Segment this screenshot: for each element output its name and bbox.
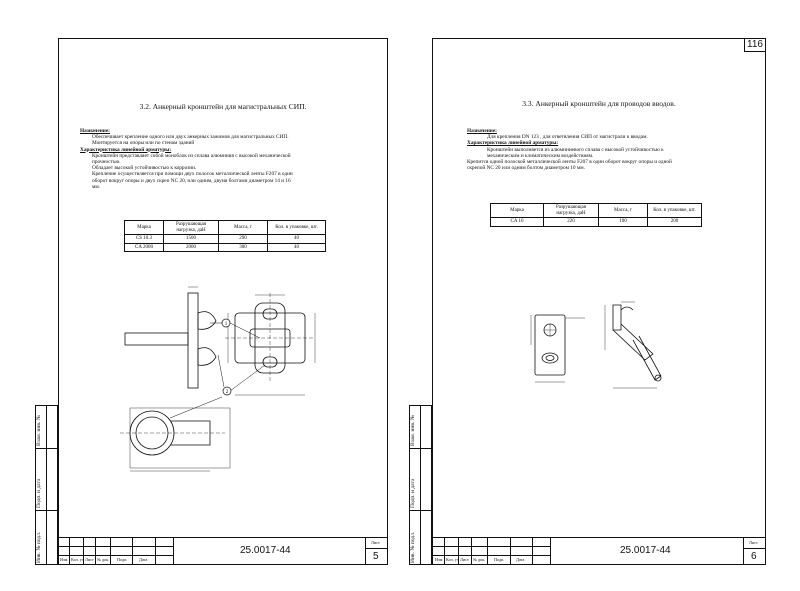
table-cell: 40 [267, 234, 326, 244]
page-1-section-title: 3.2. Анкерный кронштейн для магистральны… [139, 102, 307, 111]
table-header-cell: Разрушающая нагрузка, даН [163, 220, 219, 235]
page-2-stamp [432, 537, 766, 565]
table-row: CS 10.3 1500 290 40 [124, 234, 326, 244]
page-1-technical-drawing: 1 2 [120, 286, 316, 472]
stamp-header-change: Изм. [435, 557, 444, 562]
side-label-replace-inv: Взам. инв. № [36, 415, 42, 446]
stamp-header-doc: № док. [473, 557, 486, 562]
page-1-text: Назначение: Обеспечивает крепление одног… [80, 128, 370, 190]
page-2-char-line: скрепой NC 20 или одним болтом диаметром… [467, 165, 585, 172]
page-2-char-line: Крепится одной полоской металлической ле… [467, 159, 672, 166]
page-2-corner-number: 116 [744, 38, 766, 52]
page-2-section-title: 3.3. Анкерный кронштейн для проводов вво… [522, 99, 676, 108]
table-row: CA 2000 2000 300 40 [124, 242, 326, 252]
page-1-purpose-heading: Назначение: [80, 128, 110, 134]
side-label-replace-inv: Взам. инв. № [410, 415, 416, 446]
page-2-char-line: механическим и климатическим воздействия… [487, 152, 594, 159]
stamp-header-date: Дата [139, 557, 148, 562]
callout-2 [222, 386, 232, 396]
page-2-doc-number: 25.0017-44 [620, 545, 671, 556]
table-header-row: Марка Разрушающая нагрузка, даН Масса, г… [124, 220, 326, 235]
stamp-header-sign: Подп. [494, 557, 505, 562]
page-2-char-heading: Характеристика линейной арматуры: [467, 140, 559, 147]
page-1-frame [58, 38, 388, 565]
table-header-cell: Марка [124, 220, 164, 235]
table-cell: 220 [543, 217, 599, 227]
table-header-cell: Марка [490, 203, 544, 218]
stamp-header-sheet: Лист [460, 557, 469, 562]
table-cell: CS 10.3 [124, 234, 164, 244]
table-header-cell: Кол. в упаковке, шт. [267, 220, 326, 235]
table-cell: 200 [647, 217, 702, 227]
table-header-cell: Кол. в упаковке, шт. [647, 203, 702, 218]
side-label-sign-date: Подп. и дата [36, 478, 42, 508]
table-cell: 290 [218, 234, 268, 244]
callout-1 [221, 318, 231, 328]
table-cell: 100 [598, 217, 648, 227]
page-1-sheet-label: Лист [371, 540, 380, 545]
callout-2-label: 2 [226, 390, 229, 395]
callout-1-label: 1 [225, 322, 228, 327]
stamp-header-doc: № док. [97, 557, 110, 562]
table-header-cell: Масса, г [598, 203, 648, 218]
page-1-purpose-line: Монтируется на опоры или по стенам здани… [92, 140, 195, 147]
table-cell: 300 [218, 242, 268, 252]
table-cell: 40 [267, 242, 326, 252]
page-1-stamp [58, 537, 388, 565]
page-2-sheet-label: Лист [749, 540, 758, 545]
stamp-header-count: Кол. уч [71, 557, 85, 562]
table-header-cell: Масса, г [218, 220, 268, 235]
page-2-frame [432, 38, 766, 565]
page-1-doc-number: 25.0017-44 [240, 545, 291, 556]
page-1-char-line: Обладает высокой устойчивостью к коррози… [92, 165, 197, 172]
table-cell: 2000 [163, 242, 219, 252]
table-cell: CA 16 [490, 217, 544, 227]
table-header-cell: Разрушающая нагрузка, даН [543, 203, 599, 218]
stamp-header-sheet: Лист [85, 557, 94, 562]
page-1-char-line: оборот вокруг опоры и двух скреп NC 20, … [92, 177, 291, 184]
page-1-spec-table: Марка Разрушающая нагрузка, даН Масса, г… [124, 220, 326, 252]
stamp-header-change: Изм. [60, 557, 69, 562]
page-2-spec-table: Марка Разрушающая нагрузка, даН Масса, г… [490, 203, 702, 227]
side-label-inv-no: Инв. № подл. [410, 531, 416, 563]
stamp-header-date: Дата [516, 557, 525, 562]
side-label-inv-no: Инв. № подл. [36, 531, 42, 563]
page-1-char-line: Крепление осуществляется при помощи двух… [92, 171, 293, 178]
page-2-char-line: Кронштейн выполняется из алюминиевого сп… [487, 146, 664, 153]
page-1-char-line: мм. [92, 183, 101, 190]
stamp-header-sign: Подп. [117, 557, 128, 562]
page-1-char-line: прочностью. [92, 159, 121, 166]
page-1-purpose-line: Обеспечивает крепление одного или двух а… [92, 134, 289, 141]
page-2-purpose-heading: Назначение: [467, 128, 497, 134]
page-2-purpose-line: Для крепления DN 123 , для ответвления С… [487, 134, 648, 141]
page-1-char-line: Кронштейн представляет собой моноблок из… [92, 152, 291, 159]
page-1-sheet-number: 5 [373, 551, 379, 562]
table-row: CA 16 220 100 200 [490, 217, 702, 227]
page-2-text: Назначение: Для крепления DN 123 , для о… [467, 128, 752, 171]
page-1-char-heading: Характеристика линейной арматуры: [80, 146, 172, 153]
stamp-header-count: Кол. уч [446, 557, 460, 562]
page-2-technical-drawing [530, 301, 662, 389]
table-cell: CA 2000 [124, 242, 164, 252]
side-label-sign-date: Подп. и дата [410, 478, 416, 508]
table-header-row: Марка Разрушающая нагрузка, даН Масса, г… [490, 203, 702, 218]
page-2-sheet-number: 6 [751, 551, 757, 562]
table-cell: 1500 [163, 234, 219, 244]
